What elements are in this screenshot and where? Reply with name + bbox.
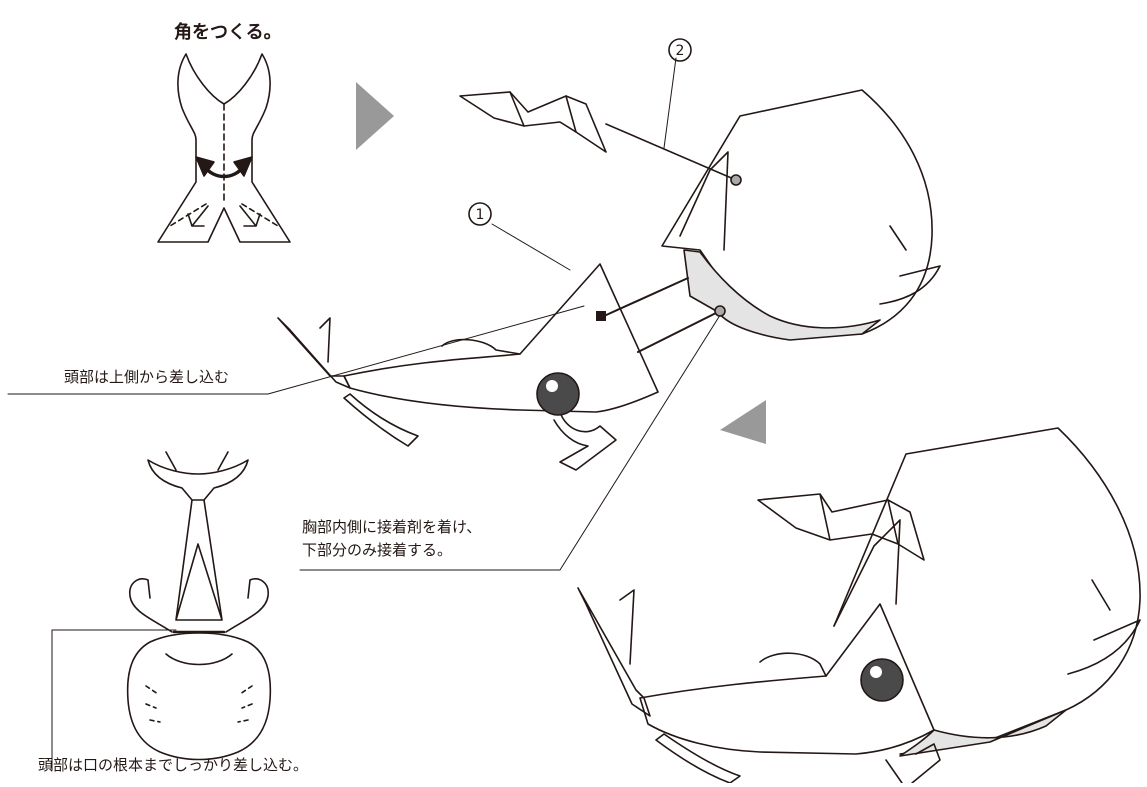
fold-small-arrow-right-icon [239, 205, 261, 227]
fold-arrowhead-left-icon [195, 156, 215, 177]
head-front-right-dash [237, 685, 253, 723]
right-triangle-arrow-icon [356, 82, 394, 150]
part1-connect-line-b [637, 311, 719, 353]
part1-eye-highlight [546, 380, 558, 392]
part2-glue-area [683, 249, 881, 341]
diagram-title: 角をつくる。 [174, 22, 282, 43]
head-from-top-leader [7, 305, 585, 395]
part2-horn [459, 91, 607, 153]
label-head-from-top: 頭部は上側から差し込む [64, 368, 230, 386]
horn-fold-diagram [157, 53, 291, 243]
square-point-icon [596, 311, 606, 321]
part2-horn-fold [509, 91, 577, 133]
head-front-left-antenna [129, 578, 173, 633]
assembled-rib [1091, 579, 1111, 611]
assembled-thorax [833, 427, 1141, 755]
glue-point-icon [730, 174, 742, 186]
part2-leader-to-horn [605, 123, 737, 181]
head-front-antler [147, 451, 249, 501]
part1-head [7, 223, 723, 571]
assembled-mandible [577, 587, 651, 717]
head-front-face [126, 632, 272, 761]
part1-callout-number: 1 [476, 207, 485, 223]
head-front-stem [175, 499, 223, 621]
part2-callout-number: 2 [676, 43, 685, 59]
assembled-leg-back [885, 743, 941, 784]
assembled-mouthpart [759, 652, 827, 677]
assembled-beetle [577, 427, 1141, 784]
part2-callout-circle [668, 38, 692, 62]
head-front-right-antenna [225, 578, 269, 633]
part1-mouthpart [441, 338, 521, 355]
head-front-left-dash [145, 685, 161, 723]
assembled-head [639, 603, 935, 755]
label-glue-line2: 下部分のみ接着する。 [302, 541, 453, 559]
assembled-wing [1067, 619, 1141, 675]
assembled-horn [757, 493, 925, 561]
part1-leg-front [343, 393, 419, 447]
insert-mouth-leader [51, 629, 177, 771]
part2-rib [889, 225, 907, 251]
glue-instruction-leader [299, 311, 723, 571]
part1-head-shell [343, 263, 659, 413]
part2-callout-leader [663, 57, 677, 149]
glue-point-secondary-icon [714, 305, 726, 317]
left-triangle-arrow-icon [720, 400, 766, 444]
assembled-glue-area [899, 709, 1067, 757]
assembled-leg-front [655, 733, 741, 784]
label-insert-mouth: 頭部は口の根本までしっかり差し込む。 [38, 756, 309, 774]
part2-wing [879, 265, 941, 305]
assembled-eye [860, 658, 904, 702]
assembled-eye-highlight [870, 666, 882, 678]
label-glue-line1: 胸部内側に接着剤を着け、 [302, 518, 482, 536]
part1-callout-leader [491, 223, 571, 271]
fold-small-arrow-left-icon [187, 205, 209, 227]
fold-arrowhead-right-icon [233, 156, 253, 177]
part1-callout-circle [468, 202, 492, 226]
part1-mandible [277, 317, 351, 389]
part2-thorax [459, 57, 941, 341]
head-front-view [51, 451, 272, 771]
part1-connect-line-a [603, 277, 689, 317]
part1-leg-back [553, 411, 617, 471]
part2-inner-line [679, 151, 729, 251]
part1-eye [536, 372, 580, 416]
head-front-brow [165, 653, 233, 666]
assembled-inner-line [833, 519, 901, 627]
